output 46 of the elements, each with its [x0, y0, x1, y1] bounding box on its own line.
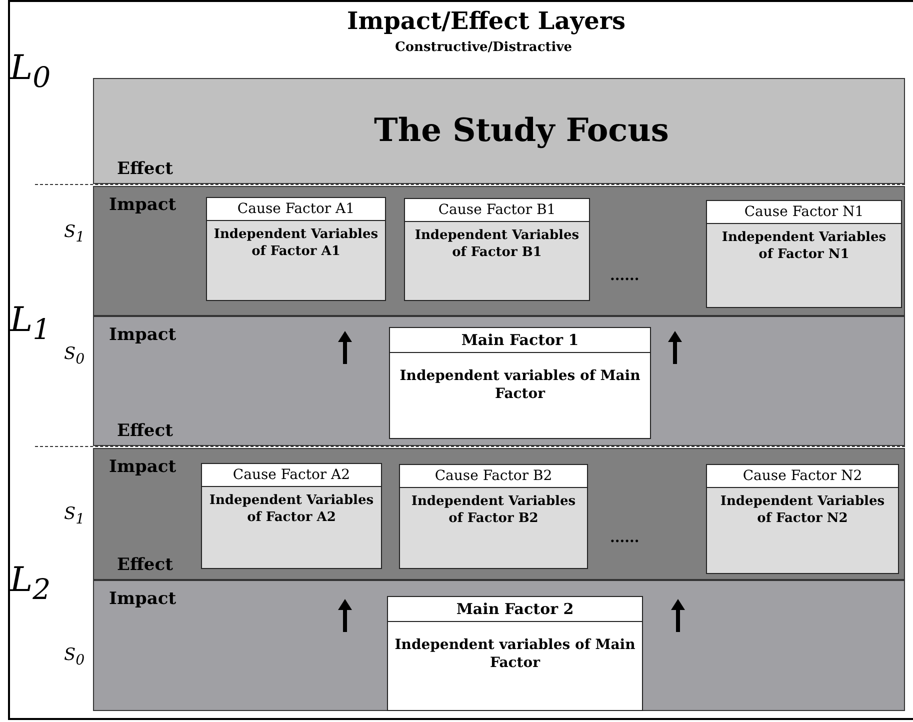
- box-text: Independent Variables of Factor B1: [414, 227, 580, 262]
- cause-factor-box: [201, 463, 382, 569]
- box-text: Independent Variables of Factor A2: [208, 492, 375, 527]
- cause-factor-box: [399, 464, 588, 569]
- box-text: Independent Variables of Factor N2: [719, 493, 886, 528]
- box-text: Independent Variables of Factor A1: [212, 226, 380, 261]
- layer-band: [93, 78, 905, 184]
- ellipsis: ......: [610, 530, 640, 546]
- layer-label: Effect: [117, 555, 173, 575]
- cause-factor-box: [206, 197, 386, 301]
- layer-label: Impact: [109, 457, 176, 477]
- main-factor-box: [389, 327, 651, 439]
- box-heading: Cause Factor N1: [707, 201, 901, 224]
- cause-factor-box: [706, 200, 902, 308]
- layer-band: [93, 448, 905, 580]
- layer-label: Impact: [109, 589, 176, 609]
- layer-label: Impact: [109, 325, 176, 345]
- box-heading: Cause Factor A2: [202, 464, 381, 487]
- layer-band: [93, 186, 905, 316]
- subtitle: Constructive/Distractive: [395, 40, 572, 55]
- focus-heading: The Study Focus: [374, 111, 669, 149]
- sublayer-symbol: S$_{1}$: [64, 504, 85, 528]
- box-heading: Cause Factor B2: [400, 465, 587, 488]
- cause-factor-box: [404, 198, 590, 301]
- sublayer-symbol: S$_{1}$: [64, 222, 85, 246]
- box-text: Independent variables of Main Factor: [394, 636, 636, 674]
- sublayer-symbol: S$_{0}$: [64, 344, 85, 368]
- box-heading: Cause Factor N2: [707, 465, 898, 488]
- main-factor-box: [387, 596, 643, 711]
- layer-band: [93, 580, 905, 711]
- box-text: Independent variables of Main Factor: [398, 367, 642, 404]
- layer-label: Effect: [117, 421, 173, 441]
- layer-symbol: L$_{2}$: [10, 560, 51, 606]
- sublayer-symbol: S$_{0}$: [64, 645, 85, 668]
- layer-band: [93, 316, 905, 446]
- box-text: Independent Variables of Factor N1: [720, 229, 888, 264]
- title: Impact/Effect Layers: [347, 6, 626, 35]
- layer-symbol: L$_{1}$: [10, 300, 51, 346]
- layer-label: Effect: [117, 159, 173, 179]
- box-heading: Cause Factor B1: [405, 199, 589, 222]
- layer-label: Impact: [109, 195, 176, 215]
- layer-symbol: L$_{0}$: [10, 48, 51, 94]
- box-text: Independent Variables of Factor B2: [410, 493, 577, 528]
- ellipsis: ......: [610, 268, 640, 284]
- box-heading: Cause Factor A1: [207, 198, 385, 221]
- cause-factor-box: [706, 464, 899, 574]
